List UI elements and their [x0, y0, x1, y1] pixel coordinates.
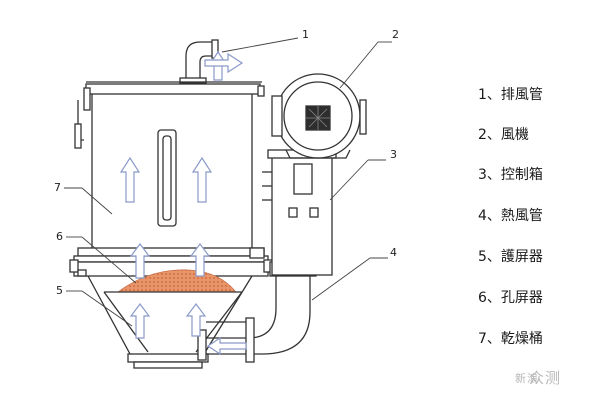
air-flow-arrows	[119, 50, 247, 356]
callout-5: 5	[56, 284, 63, 297]
drying-tank	[69, 81, 273, 277]
callout-3: 3	[390, 148, 397, 161]
callout-6: 6	[56, 230, 63, 243]
control-box	[262, 149, 337, 276]
watermark-large: 众测	[529, 369, 562, 387]
legend-label: 排風管	[500, 87, 543, 103]
callout-7: 7	[54, 181, 61, 194]
legend-item-hot-air-pipe: 4、熱風管	[478, 205, 543, 225]
legend-label: 風機	[500, 127, 529, 143]
legend-item-screen-guard: 5、護屏器	[478, 246, 543, 266]
callout-lines	[64, 37, 392, 327]
legend-item-exhaust-pipe: 1、排風管	[478, 84, 543, 104]
legend-item-drying-tank: 7、乾燥桶	[478, 328, 543, 348]
legend-num: 2、	[478, 127, 501, 143]
legend-label: 乾燥桶	[500, 331, 543, 347]
watermark: 新浪众测	[515, 367, 561, 388]
legend-num: 7、	[478, 331, 501, 347]
legend-item-control-box: 3、控制箱	[478, 164, 543, 184]
legend-item-hole-screen: 6、孔屏器	[478, 287, 543, 307]
legend-label: 孔屏器	[500, 290, 543, 306]
legend-num: 3、	[478, 167, 501, 183]
callout-1: 1	[302, 28, 309, 41]
legend-label: 控制箱	[500, 167, 543, 183]
legend-num: 4、	[478, 208, 501, 224]
legend-num: 5、	[478, 249, 501, 265]
legend-label: 熱風管	[500, 208, 543, 224]
exhaust-pipe	[179, 39, 219, 84]
blower-fan	[271, 73, 367, 159]
legend-label: 護屏器	[500, 249, 543, 265]
legend-num: 1、	[478, 87, 501, 103]
legend-num: 6、	[478, 290, 501, 306]
material-pile	[117, 269, 237, 293]
legend-item-fan: 2、風機	[478, 124, 529, 144]
callout-4: 4	[390, 246, 397, 259]
callout-2: 2	[392, 28, 399, 41]
watermark-small: 新浪	[515, 372, 539, 385]
